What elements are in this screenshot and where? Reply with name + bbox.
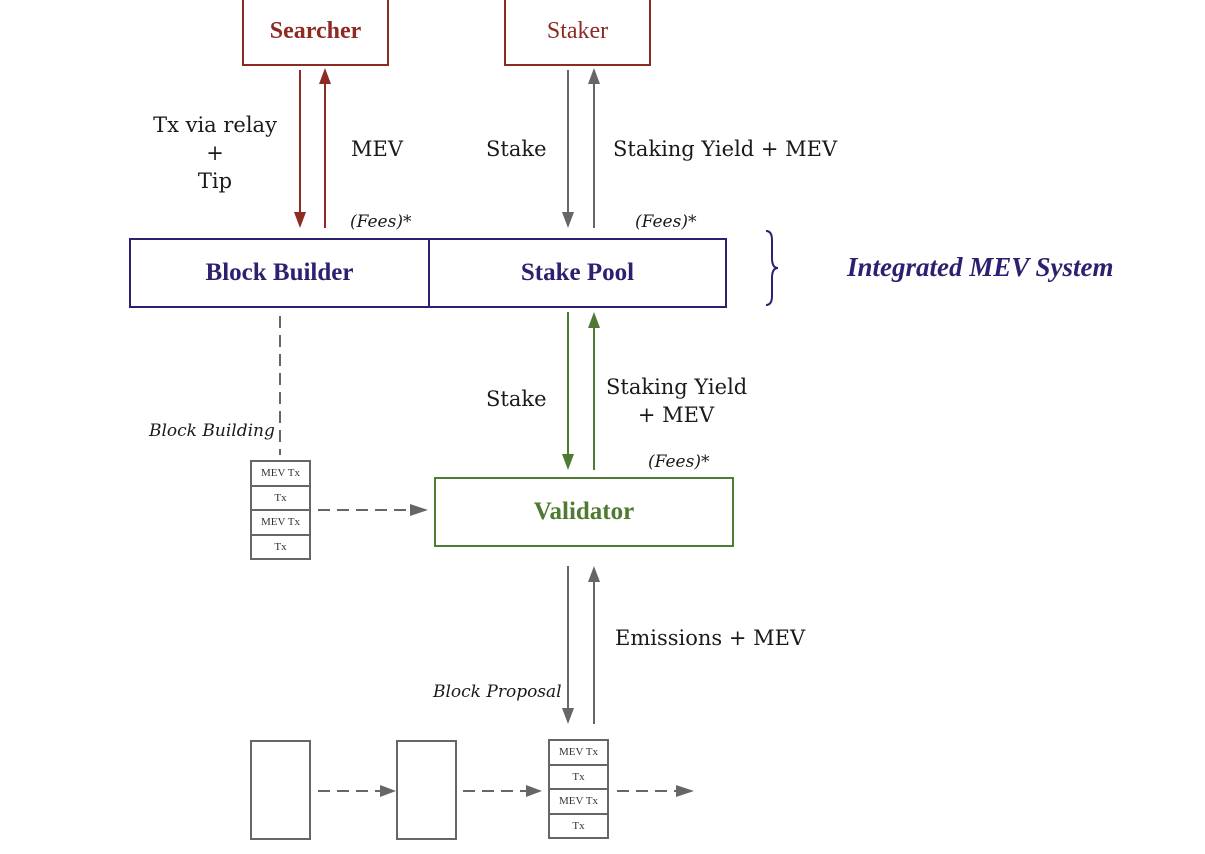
- tx-via-relay-label: Tx via relay + Tip: [150, 111, 280, 195]
- arrow-block-to-validator: [318, 504, 428, 516]
- tx-via-relay-line2: +: [206, 141, 224, 165]
- emissions-label: Emissions + MEV: [615, 626, 806, 650]
- proposed-block-row: MEV Tx: [550, 790, 607, 815]
- built-block-row: Tx: [274, 540, 287, 553]
- staking-yield-mid-line2: + MEV: [637, 403, 715, 427]
- proposed-block-row: Tx: [550, 766, 607, 790]
- tx-via-relay-line3: Tip: [197, 169, 233, 193]
- built-block-row: MEV Tx: [252, 511, 309, 536]
- arrow-stake-down: [562, 70, 574, 228]
- arrow-chain-1: [318, 785, 396, 797]
- fees-builder-label: (Fees)*: [350, 212, 412, 232]
- stake-mid-label: Stake: [486, 387, 547, 411]
- arrow-tx-down: [294, 70, 306, 228]
- proposed-block-row: MEV Tx: [550, 741, 607, 766]
- built-block: MEV Tx Tx MEV Tx Tx: [250, 460, 311, 560]
- arrow-proposal-down: [562, 566, 574, 724]
- mev-label: MEV: [351, 137, 403, 161]
- built-block-row: MEV Tx: [252, 462, 309, 487]
- integrated-system-brace: [765, 230, 779, 306]
- integrated-mev-system-label: Integrated MEV System: [847, 252, 1114, 282]
- chain-block-1: [250, 740, 311, 840]
- chain-block-proposed: MEV Tx Tx MEV Tx Tx: [548, 739, 609, 839]
- searcher-node: Searcher: [242, 0, 389, 66]
- built-block-row: Tx: [252, 487, 309, 511]
- block-builder-node: Block Builder: [129, 238, 430, 308]
- fees-validator-label: (Fees)*: [648, 452, 710, 472]
- staking-yield-mid-label: Staking Yield + MEV: [606, 373, 748, 429]
- staking-yield-top-label: Staking Yield + MEV: [613, 137, 838, 161]
- arrow-chain-3: [617, 785, 694, 797]
- arrow-yield-up: [588, 68, 600, 228]
- tx-via-relay-line1: Tx via relay: [153, 113, 277, 137]
- block-proposal-label: Block Proposal: [433, 682, 562, 702]
- chain-block-2: [396, 740, 457, 840]
- validator-node: Validator: [434, 477, 734, 547]
- stake-top-label: Stake: [486, 137, 547, 161]
- arrow-mev-up: [319, 68, 331, 228]
- arrow-emissions-up: [588, 566, 600, 724]
- stake-pool-node: Stake Pool: [428, 238, 727, 308]
- staker-node: Staker: [504, 0, 651, 66]
- staking-yield-mid-line1: Staking Yield: [606, 375, 748, 399]
- arrow-yield-validator-up: [588, 312, 600, 470]
- proposed-block-row: Tx: [572, 819, 585, 832]
- block-building-label: Block Building: [149, 421, 275, 441]
- arrow-chain-2: [463, 785, 542, 797]
- arrow-stake-validator-down: [562, 312, 574, 470]
- fees-pool-label: (Fees)*: [635, 212, 697, 232]
